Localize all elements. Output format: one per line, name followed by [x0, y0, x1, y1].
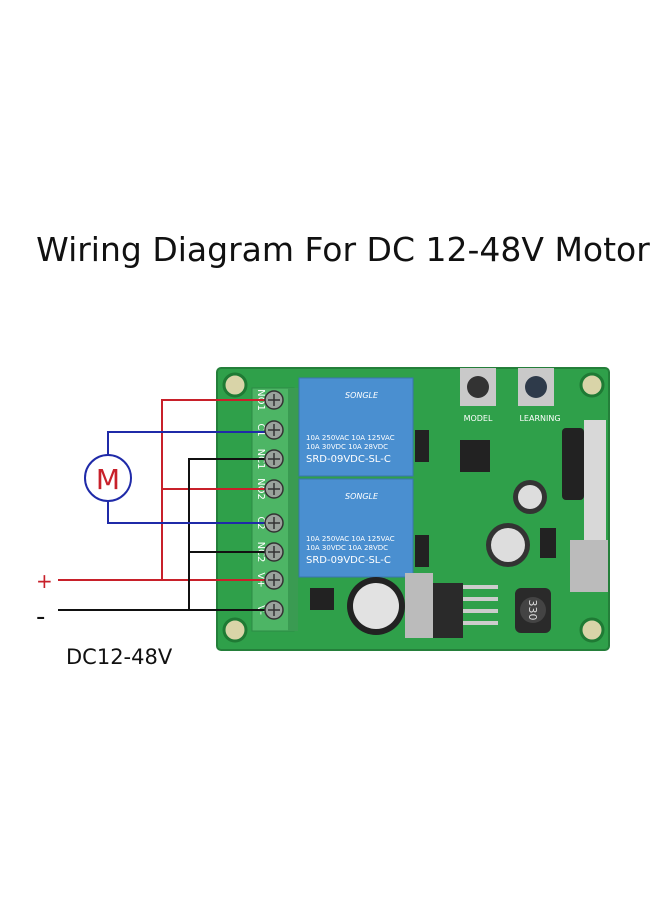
- wire-motor-c1: [107, 431, 274, 455]
- mount-hole: [579, 372, 605, 398]
- bridge-rectifier: [310, 588, 334, 610]
- relay-model: SRD-09VDC-SL-C: [306, 454, 391, 465]
- relay-rating: 10A 30VDC 10A 28VDC: [306, 443, 388, 451]
- terminal-screw[interactable]: [264, 513, 284, 533]
- supply-voltage-label: DC12-48V: [66, 645, 173, 669]
- relay-rating: 10A 30VDC 10A 28VDC: [306, 544, 388, 552]
- learning-label: LEARNING: [519, 414, 560, 423]
- learning-button-cap: [525, 376, 547, 398]
- plus-label: +: [36, 569, 53, 593]
- mount-hole: [222, 372, 248, 398]
- terminal-screw[interactable]: [264, 479, 284, 499]
- relay-rating: 10A 250VAC 10A 125VAC: [306, 535, 395, 543]
- relay-rating: 10A 250VAC 10A 125VAC: [306, 434, 395, 442]
- diagram-title: Wiring Diagram For DC 12-48V Motor: [36, 230, 650, 269]
- crystal: [570, 540, 608, 592]
- terminal-screw[interactable]: [264, 390, 284, 410]
- diode: [415, 535, 429, 567]
- wire-nc1: [188, 458, 274, 610]
- model-label: MODEL: [464, 414, 493, 423]
- wire-motor-c2: [107, 501, 274, 524]
- motor-label: M: [96, 463, 120, 496]
- relay-brand: SONGLE: [345, 492, 379, 501]
- mount-hole: [579, 617, 605, 643]
- motor-symbol: M: [84, 454, 132, 502]
- terminal-screw[interactable]: [264, 542, 284, 562]
- relay-brand: SONGLE: [345, 391, 379, 400]
- wires: [58, 399, 274, 611]
- terminal-screw[interactable]: [264, 449, 284, 469]
- wire-no1: [161, 399, 274, 580]
- minus-label: -: [36, 602, 45, 632]
- terminal-label: C1: [255, 423, 266, 436]
- relay-model: SRD-09VDC-SL-C: [306, 555, 391, 566]
- antenna-coil: [562, 428, 584, 500]
- ic-chip: [460, 440, 490, 472]
- rf-module: [584, 420, 606, 540]
- terminal-screw[interactable]: [264, 420, 284, 440]
- terminal-screw[interactable]: [264, 570, 284, 590]
- mount-hole: [222, 617, 248, 643]
- diode: [540, 528, 556, 558]
- model-button-cap: [467, 376, 489, 398]
- diode: [415, 430, 429, 462]
- terminal-screw[interactable]: [264, 600, 284, 620]
- inductor-label: 330: [526, 600, 539, 621]
